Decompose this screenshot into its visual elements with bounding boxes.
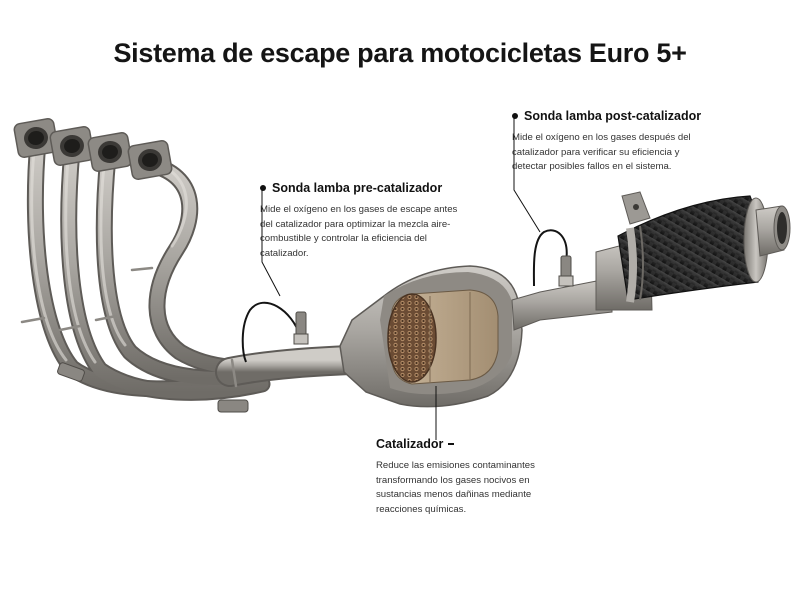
honeycomb-substrate: [387, 293, 437, 383]
callout-leader-lines: [261, 114, 541, 440]
page-title: Sistema de escape para motocicletas Euro…: [113, 38, 687, 68]
callout-dot-icon: [260, 185, 266, 191]
callout-heading: Sonda lamba pre-catalizador: [272, 181, 443, 195]
muffler-end-tip: [743, 197, 791, 283]
callout-pre-cat-lambda: Sonda lamba pre-catalizador Mide el oxíg…: [260, 180, 460, 261]
callout-dot-icon: [512, 113, 518, 119]
pipe-clamps: [57, 362, 249, 413]
callout-description: Reduce las emisiones contaminantes trans…: [376, 460, 535, 515]
exhaust-port-flanges: [13, 117, 173, 181]
post-cat-lambda-sensor: [532, 229, 574, 287]
callout-heading: Catalizador: [376, 437, 444, 451]
callout-post-cat-lambda: Sonda lamba post-catalizador Mide el oxí…: [512, 108, 702, 175]
callout-catalizador: Catalizador Reduce las emisiones contami…: [376, 436, 536, 517]
catalytic-converter: [339, 265, 523, 408]
callout-heading: Sonda lamba post-catalizador: [524, 109, 702, 123]
callout-dash-icon: [448, 443, 455, 445]
callout-description: Mide el oxígeno en los gases después del…: [512, 132, 691, 173]
callout-description: Mide el oxígeno en los gases de escape a…: [260, 204, 458, 259]
muffler: [617, 191, 791, 303]
pre-cat-lambda-sensor: [241, 301, 309, 363]
